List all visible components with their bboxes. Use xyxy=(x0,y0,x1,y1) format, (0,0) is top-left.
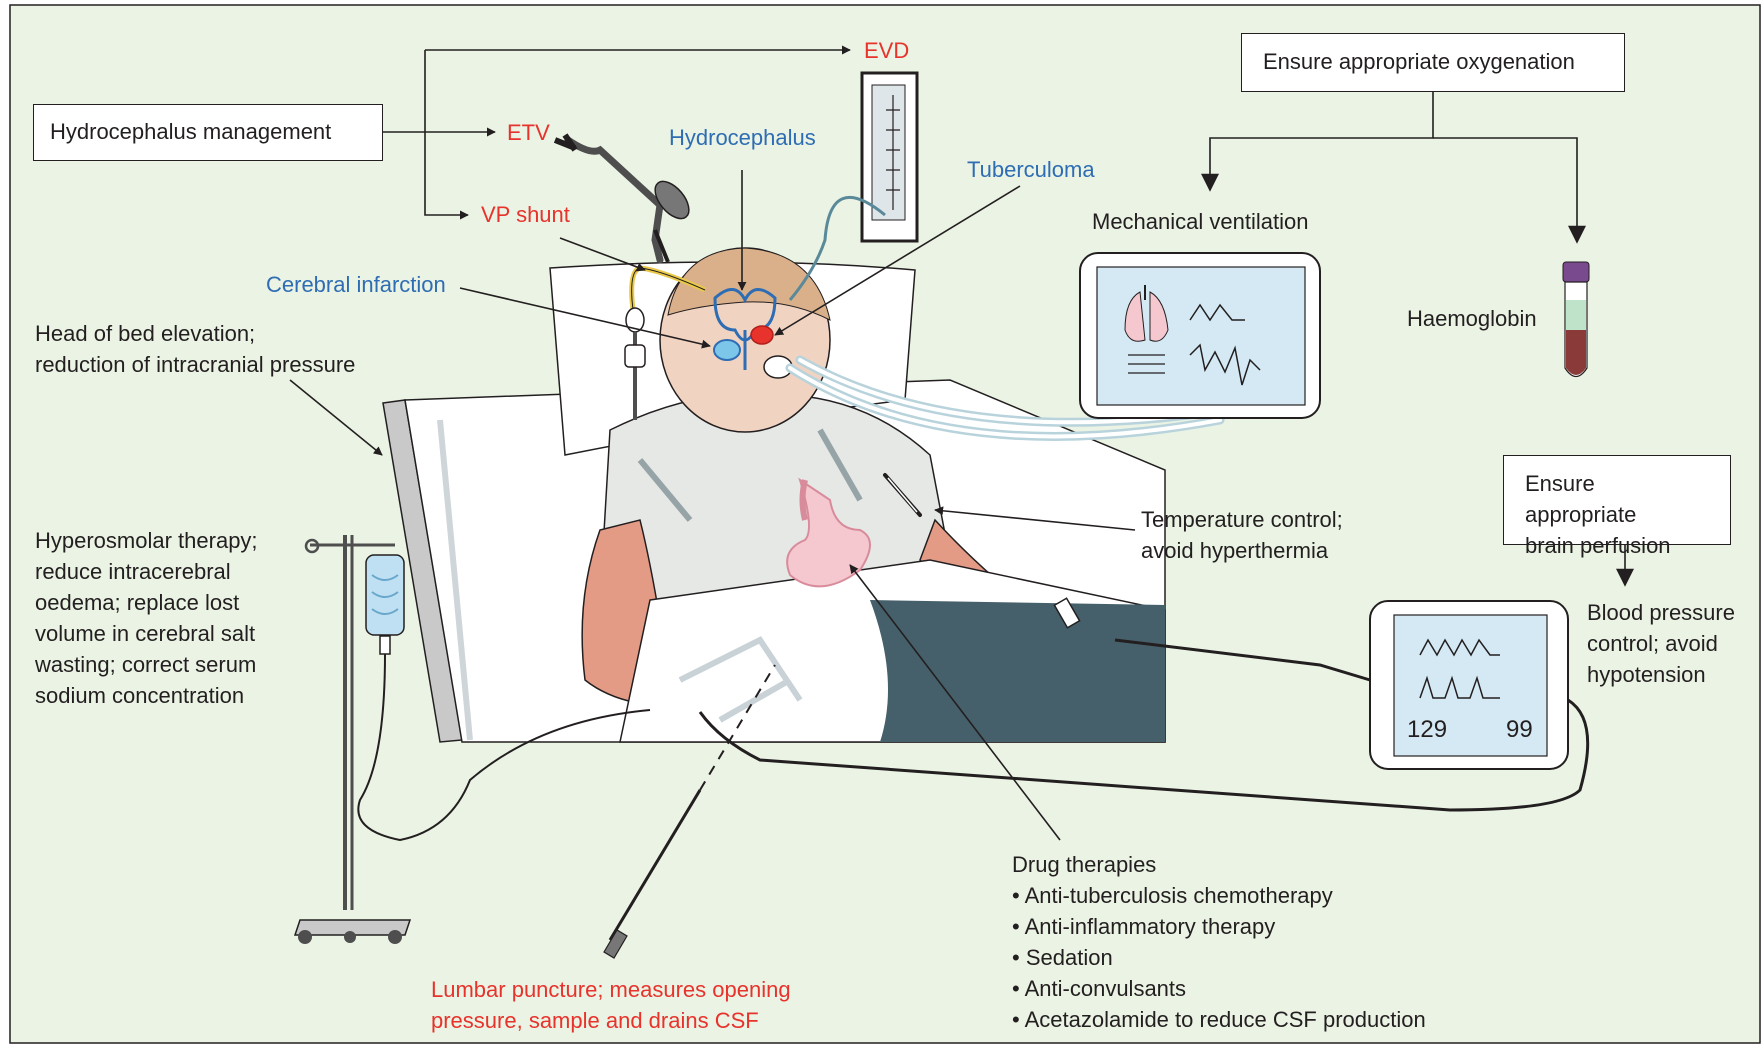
head-of-bed-label: Head of bed elevation; reduction of intr… xyxy=(35,318,355,380)
brain-perfusion-line-2: brain perfusion xyxy=(1525,530,1709,561)
hyperosmolar-line-4: volume in cerebral salt xyxy=(35,618,258,649)
lumbar-puncture-line-2: pressure, sample and drains CSF xyxy=(431,1005,791,1036)
blood-pressure-line-3: hypotension xyxy=(1587,659,1735,690)
lumbar-puncture-label: Lumbar puncture; measures opening pressu… xyxy=(431,974,791,1036)
evd-label: EVD xyxy=(864,35,909,66)
oxygenation-box: Ensure appropriate oxygenation xyxy=(1241,33,1625,92)
bp-monitor-left-value: 129 xyxy=(1407,716,1447,744)
etv-label: ETV xyxy=(507,117,550,148)
head-of-bed-line-1: Head of bed elevation; xyxy=(35,318,355,349)
hyperosmolar-therapy-label: Hyperosmolar therapy; reduce intracerebr… xyxy=(35,525,258,711)
hydrocephalus-management-label: Hydrocephalus management xyxy=(50,119,331,144)
head-of-bed-line-2: reduction of intracranial pressure xyxy=(35,349,355,380)
drug-therapy-item: • Anti-tuberculosis chemotherapy xyxy=(1012,880,1426,911)
drug-therapy-item: • Anti-inflammatory therapy xyxy=(1012,911,1426,942)
drug-therapies-list: • Anti-tuberculosis chemotherapy • Anti-… xyxy=(1012,880,1426,1035)
cerebral-infarction-label: Cerebral infarction xyxy=(266,269,446,300)
temperature-line-1: Temperature control; xyxy=(1141,504,1343,535)
drug-therapy-item: • Acetazolamide to reduce CSF production xyxy=(1012,1004,1426,1035)
hyperosmolar-line-1: Hyperosmolar therapy; xyxy=(35,525,258,556)
drug-therapy-item: • Sedation xyxy=(1012,942,1426,973)
lumbar-puncture-line-1: Lumbar puncture; measures opening xyxy=(431,974,791,1005)
mechanical-ventilation-label: Mechanical ventilation xyxy=(1092,206,1308,237)
hyperosmolar-line-6: sodium concentration xyxy=(35,680,258,711)
tuberculoma-label: Tuberculoma xyxy=(967,154,1095,185)
hyperosmolar-line-3: oedema; replace lost xyxy=(35,587,258,618)
blood-pressure-label: Blood pressure control; avoid hypotensio… xyxy=(1587,597,1735,690)
bp-monitor-right-value: 99 xyxy=(1506,716,1533,744)
blood-pressure-line-2: control; avoid xyxy=(1587,628,1735,659)
temperature-line-2: avoid hyperthermia xyxy=(1141,535,1343,566)
drug-therapies-title: Drug therapies xyxy=(1012,849,1426,880)
hydrocephalus-label: Hydrocephalus xyxy=(669,122,816,153)
vp-shunt-label: VP shunt xyxy=(481,199,570,230)
drug-therapy-item: • Anti-convulsants xyxy=(1012,973,1426,1004)
haemoglobin-label: Haemoglobin xyxy=(1407,303,1537,334)
brain-perfusion-line-1: Ensure appropriate xyxy=(1525,468,1709,530)
oxygenation-label: Ensure appropriate oxygenation xyxy=(1263,49,1575,74)
ventilation-monitor xyxy=(1080,253,1320,418)
drug-therapies-label: Drug therapies • Anti-tuberculosis chemo… xyxy=(1012,849,1426,1035)
blood-tube xyxy=(1563,262,1589,377)
hyperosmolar-line-2: reduce intracerebral xyxy=(35,556,258,587)
brain-perfusion-box: Ensure appropriate brain perfusion xyxy=(1503,455,1731,545)
blood-pressure-line-1: Blood pressure xyxy=(1587,597,1735,628)
hydrocephalus-management-box: Hydrocephalus management xyxy=(33,104,383,161)
hyperosmolar-line-5: wasting; correct serum xyxy=(35,649,258,680)
temperature-control-label: Temperature control; avoid hyperthermia xyxy=(1141,504,1343,566)
